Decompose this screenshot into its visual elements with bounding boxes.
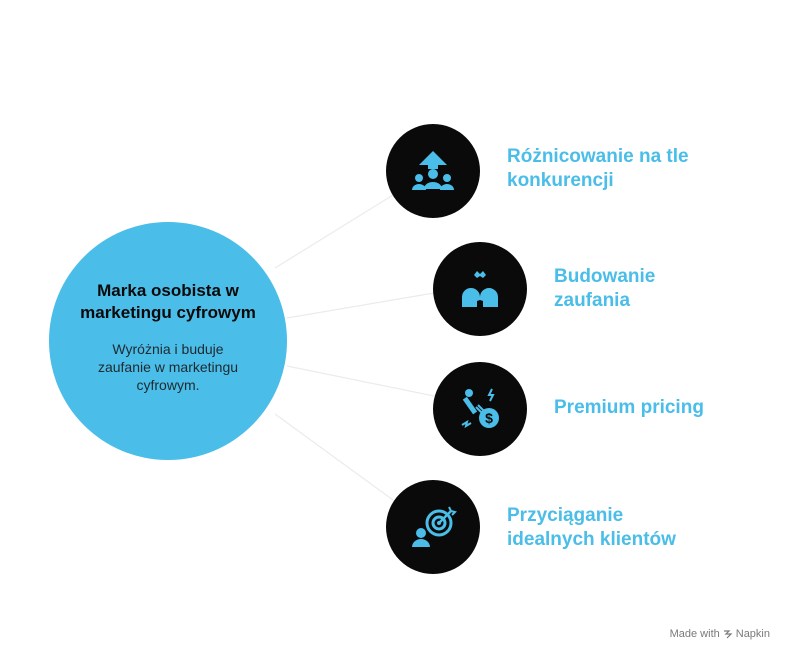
- connector-line-1: [274, 194, 394, 269]
- price-drop-icon: $: [461, 388, 499, 429]
- node-differentiation: [386, 124, 480, 218]
- node-premium-pricing: $: [433, 362, 527, 456]
- svg-text:$: $: [485, 410, 493, 426]
- target-customer-icon: [412, 506, 457, 547]
- central-topic-title: Marka osobista w marketingu cyfrowym: [80, 281, 256, 322]
- node-label-trust: Budowanie zaufania: [554, 266, 656, 311]
- node-label-premium-pricing: Premium pricing: [554, 397, 704, 418]
- node-ideal-clients: [386, 480, 480, 574]
- central-topic-description: Wyróżnia i buduje zaufanie w marketingu …: [97, 341, 239, 393]
- node-trust: [433, 242, 527, 336]
- connector-line-2: [286, 292, 435, 319]
- footer-brand: Napkin: [735, 628, 770, 640]
- central-topic-circle: Marka osobista w marketingu cyfrowym Wyr…: [49, 222, 287, 460]
- leader-group-icon: [412, 151, 454, 190]
- connector-line-3: [286, 365, 435, 397]
- trust-heads-icon: [462, 271, 498, 307]
- node-label-differentiation: Różnicowanie na tle konkurencji: [507, 146, 689, 191]
- watermark: Made with Napkin: [670, 628, 770, 640]
- connector-line-4: [274, 413, 394, 501]
- node-label-ideal-clients: Przyciąganie idealnych klientów: [507, 505, 676, 550]
- napkin-logo-icon: [723, 630, 733, 639]
- footer-made-with: Made with: [669, 628, 720, 640]
